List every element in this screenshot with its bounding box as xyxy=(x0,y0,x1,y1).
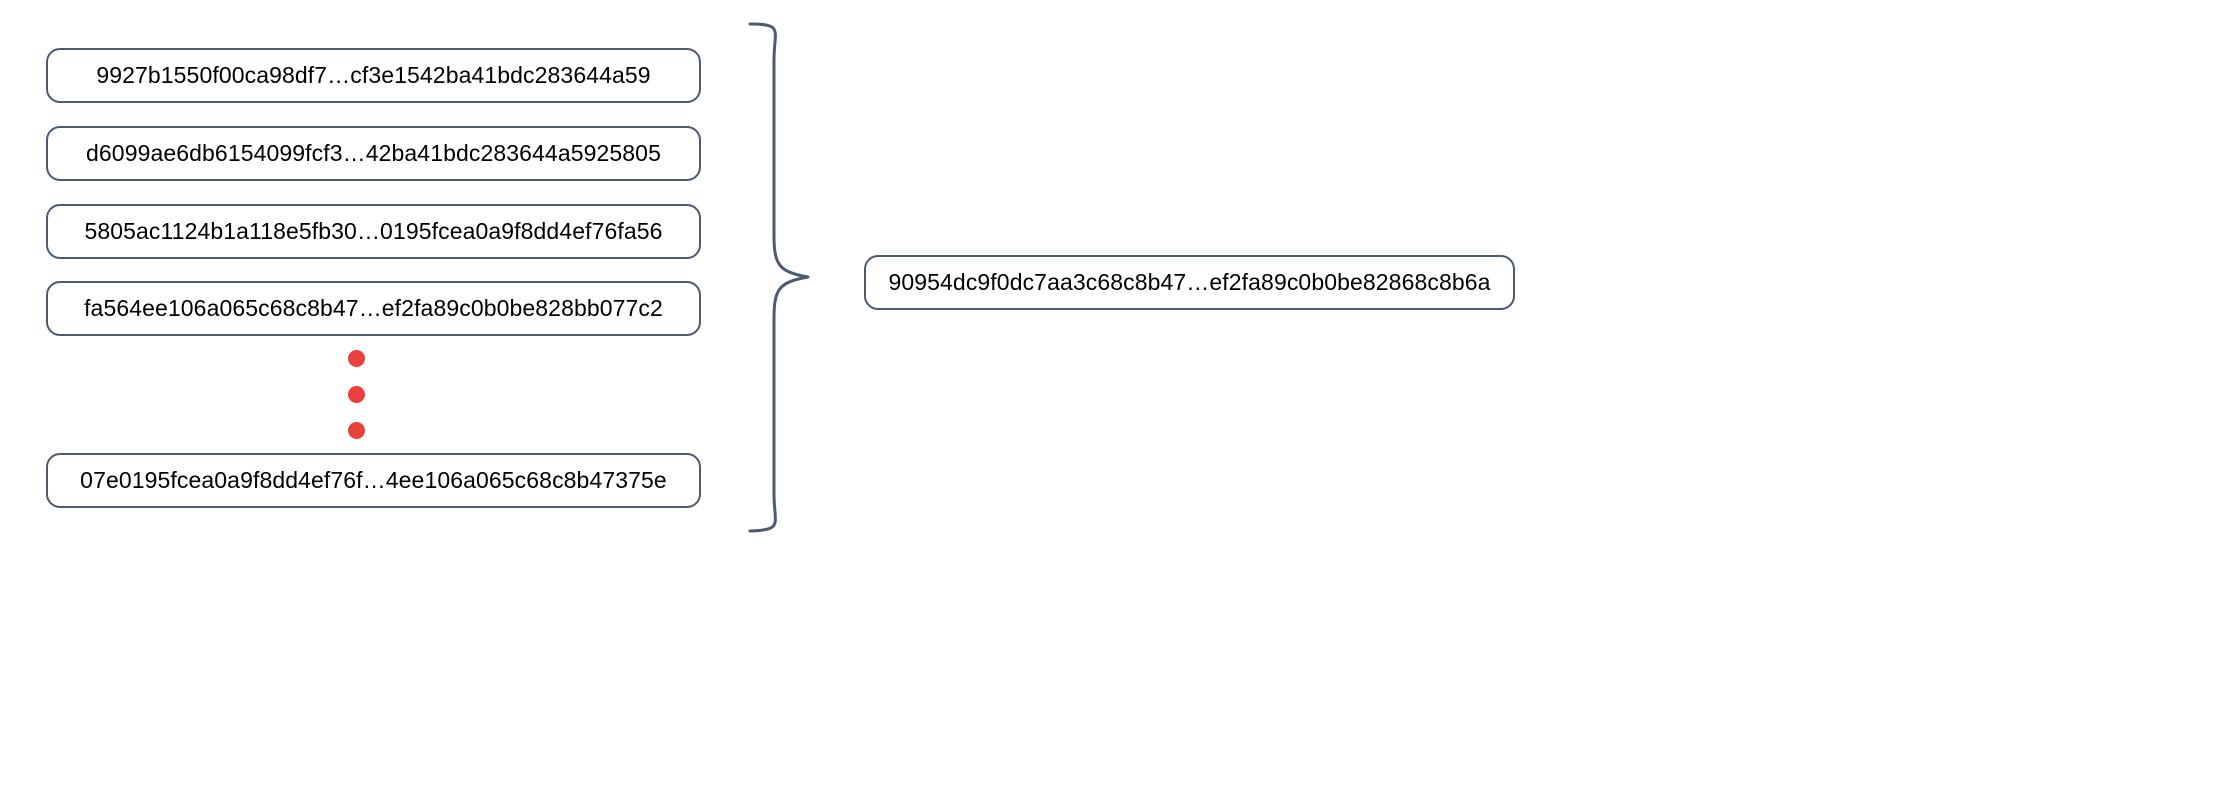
grouping-brace-icon xyxy=(740,20,830,535)
input-hash-label-1: 9927b1550f00ca98df7…cf3e1542ba41bdc28364… xyxy=(96,62,651,88)
input-hash-label-3: 5805ac1124b1a118e5fb30…0195fcea0a9f8dd4e… xyxy=(84,218,663,244)
input-hash-label-5: 07e0195fcea0a9f8dd4ef76f…4ee106a065c68c8… xyxy=(80,467,667,493)
input-hash-box-5[interactable]: 07e0195fcea0a9f8dd4ef76f…4ee106a065c68c8… xyxy=(46,453,701,508)
input-hash-box-3[interactable]: 5805ac1124b1a118e5fb30…0195fcea0a9f8dd4e… xyxy=(46,204,701,259)
vertical-ellipsis-icon xyxy=(348,350,370,440)
grouping-brace-path xyxy=(748,22,810,533)
output-hash-label: 90954dc9f0dc7aa3c68c8b47…ef2fa89c0b0be82… xyxy=(888,269,1491,295)
input-hash-label-2: d6099ae6db6154099fcf3…42ba41bdc283644a59… xyxy=(86,140,661,166)
ellipsis-dot-icon xyxy=(348,386,365,403)
input-hash-label-4: fa564ee106a065c68c8b47…ef2fa89c0b0be828b… xyxy=(84,295,663,321)
input-hash-box-2[interactable]: d6099ae6db6154099fcf3…42ba41bdc283644a59… xyxy=(46,126,701,181)
input-hash-box-1[interactable]: 9927b1550f00ca98df7…cf3e1542ba41bdc28364… xyxy=(46,48,701,103)
input-hash-box-4[interactable]: fa564ee106a065c68c8b47…ef2fa89c0b0be828b… xyxy=(46,281,701,336)
ellipsis-dot-icon xyxy=(348,350,365,367)
ellipsis-dot-icon xyxy=(348,422,365,439)
output-hash-box[interactable]: 90954dc9f0dc7aa3c68c8b47…ef2fa89c0b0be82… xyxy=(864,255,1515,310)
